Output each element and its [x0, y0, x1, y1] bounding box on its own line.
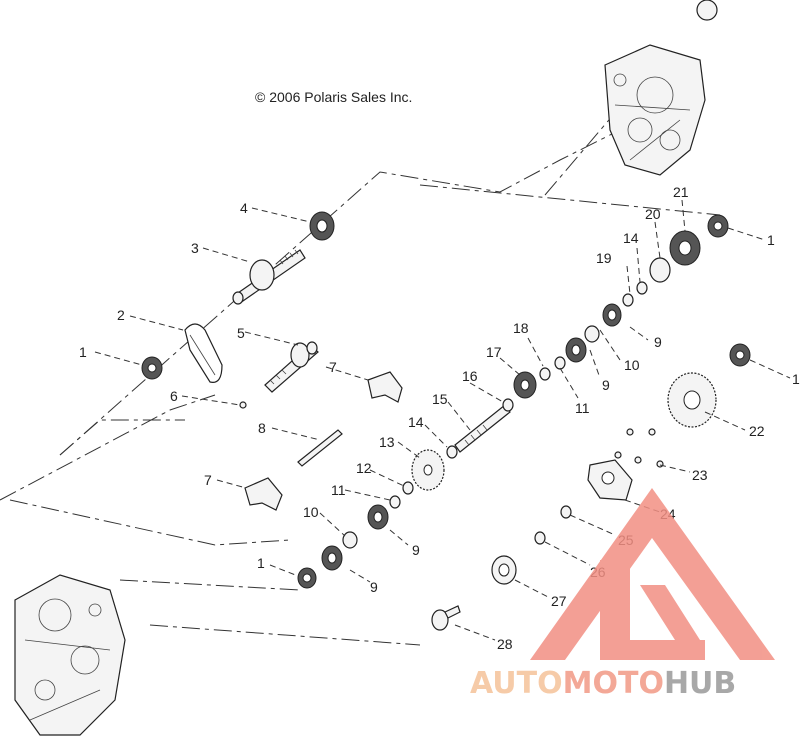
- copyright-text: © 2006 Polaris Sales Inc.: [255, 89, 412, 105]
- callout-14-left: 14: [408, 414, 424, 430]
- watermark-hub: HUB: [664, 666, 736, 701]
- transmission-case-right: [604, 0, 718, 176]
- callout-11-right: 11: [575, 400, 590, 416]
- callout-13: 13: [379, 434, 395, 450]
- callout-10-right: 10: [624, 357, 640, 373]
- watermark-moto: MOTO: [563, 666, 664, 701]
- callout-17: 17: [486, 344, 502, 360]
- ring-part-26: [534, 531, 546, 545]
- bearing-part-27: [491, 555, 517, 585]
- watermark-auto: AUTO: [470, 666, 563, 701]
- watermark-logo-icon: [530, 488, 775, 660]
- callout-7-upper: 7: [329, 359, 337, 375]
- ring-part-25: [560, 505, 572, 519]
- leader-lines: [94, 199, 791, 641]
- pin-part-6: [239, 401, 247, 409]
- ring-part-18: [539, 367, 551, 381]
- bearing-part-9-upper: [602, 303, 622, 327]
- callout-21: 21: [673, 184, 689, 200]
- gear-part-17: [513, 371, 537, 399]
- ring-part-10-left: [342, 531, 358, 549]
- shift-drum-part-5: [264, 341, 319, 393]
- sensor-part-28: [431, 605, 461, 631]
- callout-27: 27: [551, 593, 567, 609]
- automotohub-watermark: AUTOMOTOHUB: [470, 488, 775, 701]
- callout-4: 4: [240, 200, 248, 216]
- callout-18: 18: [513, 320, 529, 336]
- shift-fork-part-7-upper: [367, 371, 403, 403]
- callout-22: 22: [749, 423, 765, 439]
- callout-12: 12: [356, 460, 372, 476]
- rod-part-8: [297, 429, 343, 467]
- clip-part-11-right: [554, 356, 566, 370]
- callout-15: 15: [432, 391, 448, 407]
- bearing-part-1-right: [707, 214, 729, 238]
- callout-9-mid: 9: [602, 377, 610, 393]
- callout-19: 19: [596, 250, 612, 266]
- callout-1-right-lower: 1: [792, 371, 800, 387]
- bearing-part-9-left: [367, 504, 389, 530]
- gear-part-13: [411, 449, 445, 491]
- callout-23: 23: [692, 467, 708, 483]
- ring-part-16: [502, 398, 514, 412]
- gear-part-22: [667, 372, 717, 428]
- ring-part-10-right: [584, 325, 600, 343]
- transmission-case-left: [14, 574, 126, 736]
- watermark-text: AUTOMOTOHUB: [470, 666, 736, 701]
- bolts-part-23: [614, 428, 664, 468]
- phantom-lines: [0, 59, 721, 646]
- callout-1-left: 1: [79, 344, 87, 360]
- shift-fork-part-7-lower: [244, 477, 283, 511]
- shaft-part-15: [454, 404, 511, 453]
- callout-9-lower: 9: [370, 579, 378, 595]
- bearing-part-1-right-lower: [729, 343, 751, 367]
- parts: [141, 211, 751, 631]
- ring-part-14-left: [446, 445, 458, 459]
- callout-14-right: 14: [623, 230, 639, 246]
- callout-28: 28: [497, 636, 513, 652]
- bearing-part-1-lower: [297, 567, 317, 589]
- ring-part-19: [622, 293, 634, 307]
- bearing-part-4: [309, 211, 335, 241]
- bearing-part-9-lower: [321, 545, 343, 571]
- callout-3: 3: [191, 240, 199, 256]
- callout-9-left: 9: [412, 542, 420, 558]
- shaft-part-3: [232, 249, 306, 305]
- callout-16: 16: [462, 368, 478, 384]
- plate-part-24: [587, 459, 633, 501]
- callout-1-right: 1: [767, 232, 775, 248]
- callout-10-left: 10: [303, 504, 319, 520]
- callout-11-left: 11: [331, 482, 346, 498]
- callout-6: 6: [170, 388, 178, 404]
- callout-1-lower: 1: [257, 555, 265, 571]
- callout-8: 8: [258, 420, 266, 436]
- callout-2: 2: [117, 307, 125, 323]
- callout-7-lower: 7: [204, 472, 212, 488]
- bearing-part-9-mid: [565, 337, 587, 363]
- ring-part-14-right: [636, 281, 648, 295]
- callout-5: 5: [237, 325, 245, 341]
- callout-20: 20: [645, 206, 661, 222]
- gear-part-20: [649, 257, 671, 283]
- clip-part-12: [402, 481, 414, 495]
- bearing-part-1-left: [141, 356, 163, 380]
- clip-part-11-left: [389, 495, 401, 509]
- chain-part-2: [184, 323, 223, 383]
- callout-9-upper: 9: [654, 334, 662, 350]
- gear-part-21: [669, 230, 701, 266]
